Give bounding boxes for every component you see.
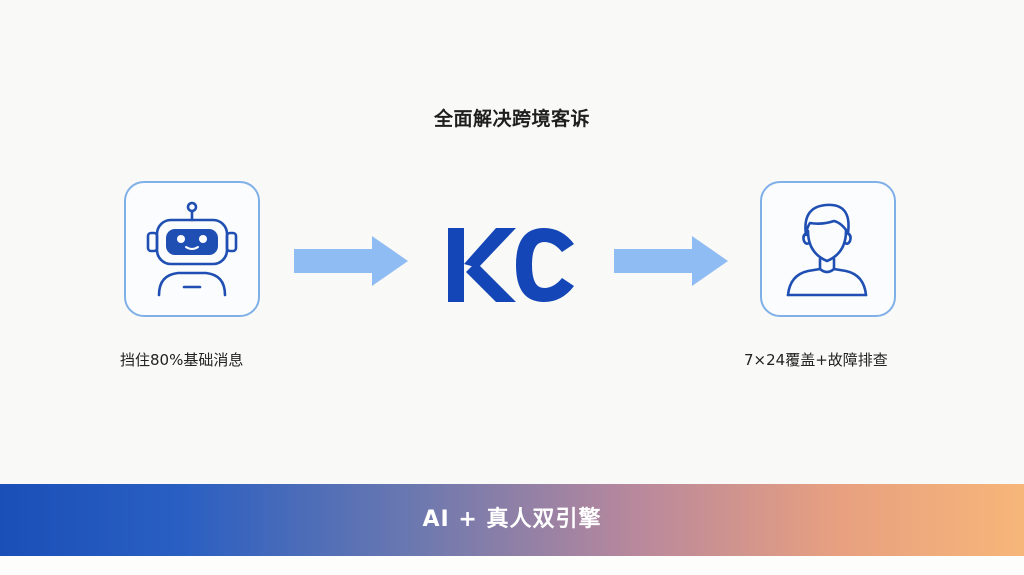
arrow-right-icon <box>294 236 408 286</box>
left-caption: 挡住80%基础消息 <box>120 351 244 369</box>
kc-logo <box>448 228 574 302</box>
person-icon <box>786 203 868 297</box>
bottom-banner: AI + 真人双引擎 <box>0 484 1024 556</box>
robot-icon-box <box>124 181 260 317</box>
arrow-right-icon <box>614 236 728 286</box>
diagram-headline: 全面解决跨境客诉 <box>433 108 590 130</box>
bottom-strip <box>0 556 1024 575</box>
person-icon-box <box>760 181 896 317</box>
banner-text: AI + 真人双引擎 <box>422 507 602 532</box>
right-caption: 7×24覆盖+故障排查 <box>744 351 888 369</box>
robot-icon <box>146 201 238 297</box>
